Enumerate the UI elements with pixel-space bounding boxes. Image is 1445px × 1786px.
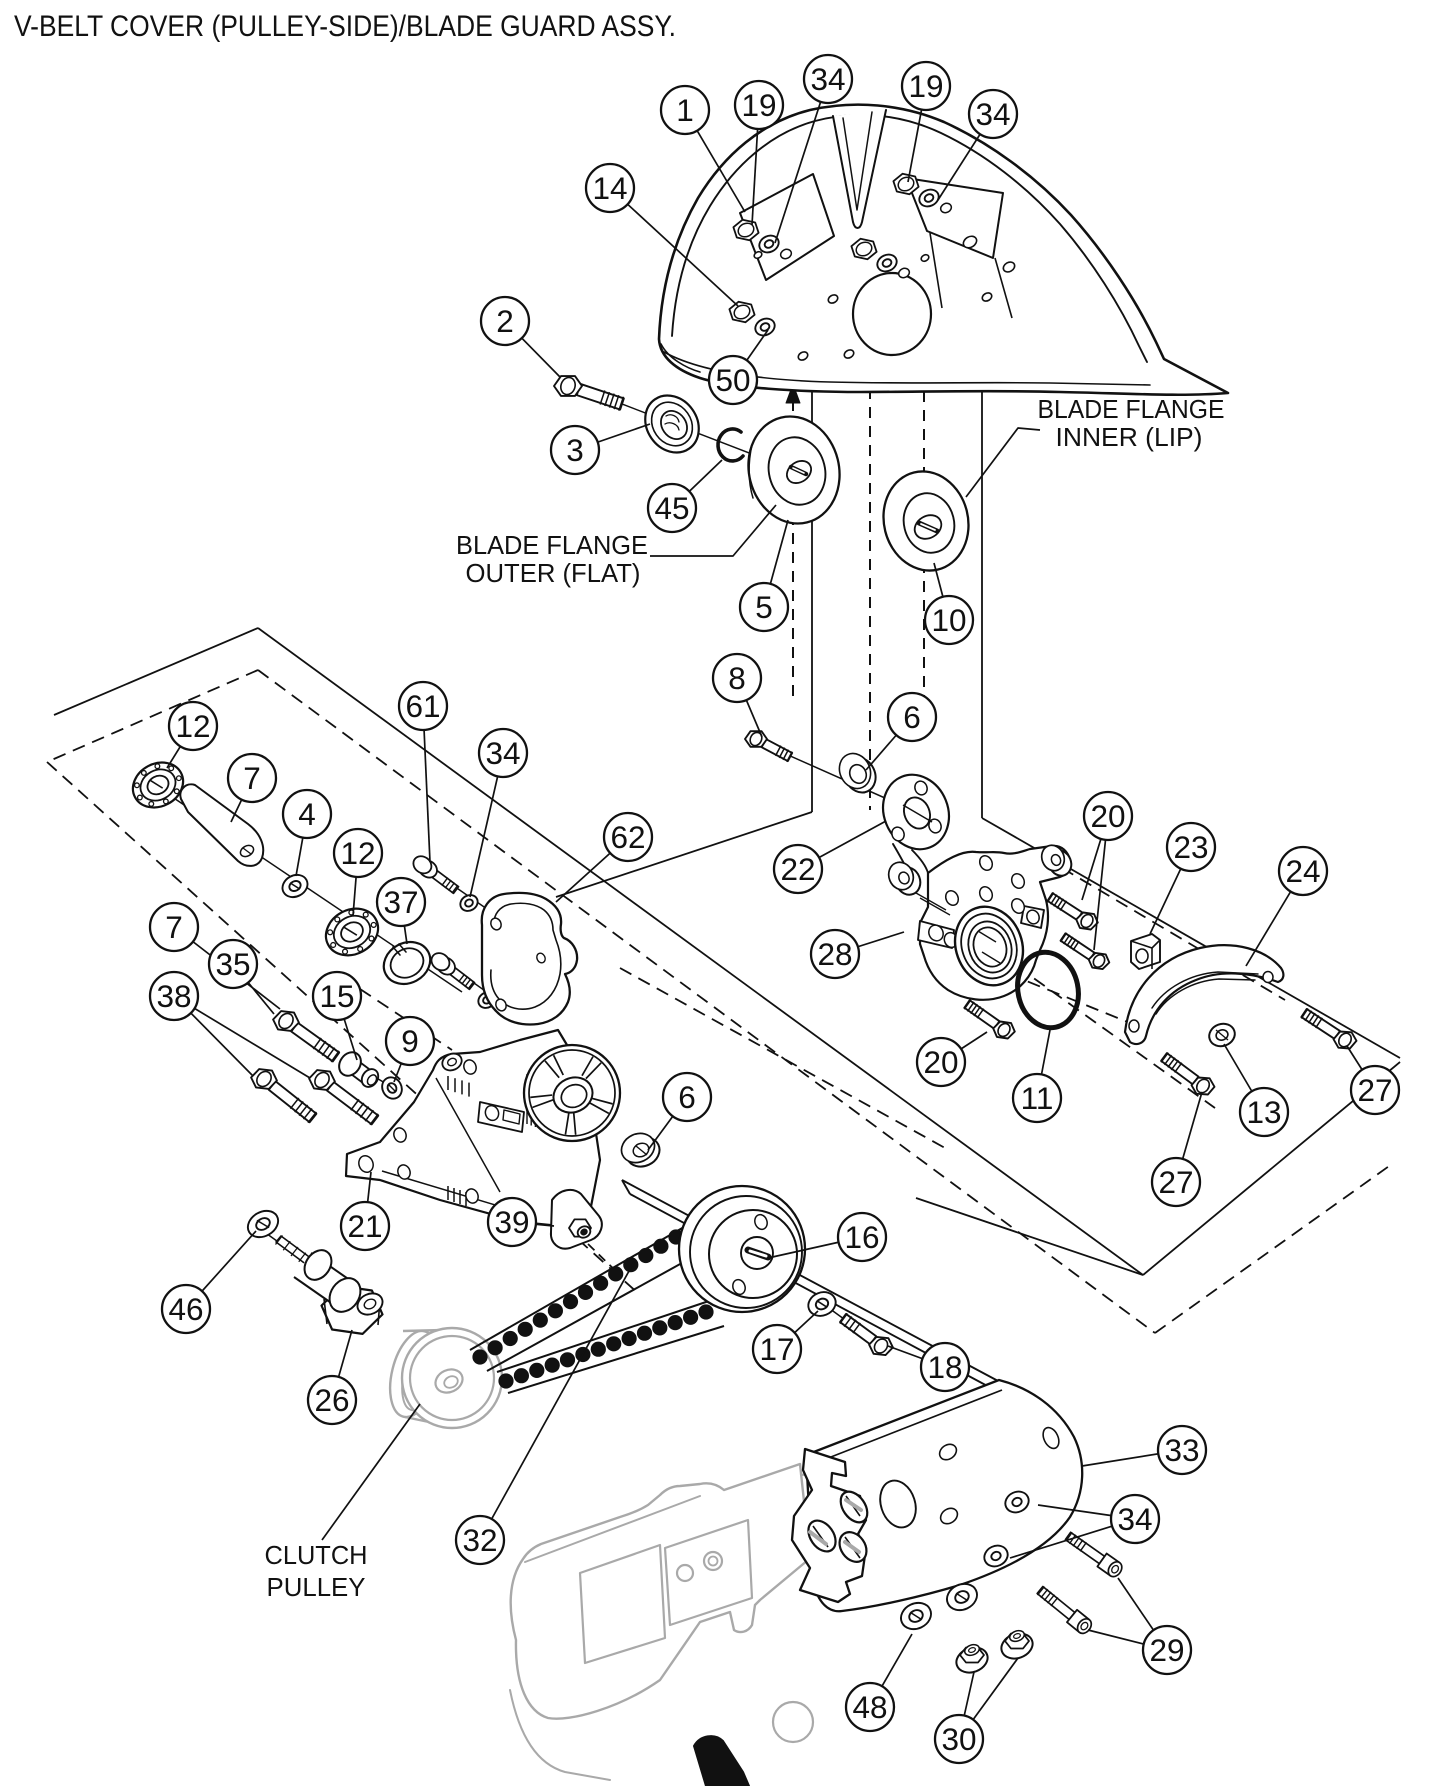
svg-text:30: 30 xyxy=(941,1721,976,1757)
svg-text:CLUTCH: CLUTCH xyxy=(265,1542,368,1570)
svg-text:BLADE FLANGE: BLADE FLANGE xyxy=(456,532,648,560)
svg-text:4: 4 xyxy=(298,796,316,832)
svg-text:20: 20 xyxy=(1090,798,1125,834)
svg-text:V-BELT COVER (PULLEY-SIDE)/BLA: V-BELT COVER (PULLEY-SIDE)/BLADE GUARD A… xyxy=(14,10,676,43)
svg-text:9: 9 xyxy=(401,1023,419,1059)
svg-text:37: 37 xyxy=(383,884,418,920)
svg-text:34: 34 xyxy=(485,735,520,771)
svg-text:46: 46 xyxy=(168,1291,203,1327)
svg-text:19: 19 xyxy=(741,87,776,123)
svg-text:7: 7 xyxy=(165,909,183,945)
svg-text:8: 8 xyxy=(728,660,746,696)
svg-text:BLADE FLANGE: BLADE FLANGE xyxy=(1038,396,1225,424)
svg-text:34: 34 xyxy=(810,61,845,97)
svg-text:INNER (LIP): INNER (LIP) xyxy=(1056,424,1203,452)
svg-text:45: 45 xyxy=(654,490,689,526)
svg-text:28: 28 xyxy=(817,936,852,972)
svg-text:32: 32 xyxy=(462,1522,497,1558)
svg-text:19: 19 xyxy=(908,68,943,104)
svg-text:62: 62 xyxy=(610,819,645,855)
svg-text:OUTER (FLAT): OUTER (FLAT) xyxy=(466,560,641,588)
svg-text:15: 15 xyxy=(319,978,354,1014)
svg-text:13: 13 xyxy=(1246,1094,1281,1130)
svg-text:34: 34 xyxy=(1117,1501,1152,1537)
svg-text:22: 22 xyxy=(780,851,815,887)
svg-text:17: 17 xyxy=(759,1331,794,1367)
svg-text:61: 61 xyxy=(405,688,440,724)
svg-text:5: 5 xyxy=(755,589,773,625)
svg-text:6: 6 xyxy=(903,699,921,735)
svg-text:18: 18 xyxy=(927,1349,962,1385)
svg-text:7: 7 xyxy=(243,760,261,796)
svg-text:48: 48 xyxy=(852,1689,887,1725)
svg-text:11: 11 xyxy=(1021,1080,1054,1116)
svg-text:33: 33 xyxy=(1164,1432,1199,1468)
svg-text:20: 20 xyxy=(923,1044,958,1080)
svg-text:27: 27 xyxy=(1158,1164,1193,1200)
svg-text:3: 3 xyxy=(566,432,584,468)
svg-text:35: 35 xyxy=(215,946,250,982)
svg-text:1: 1 xyxy=(676,92,694,128)
svg-text:10: 10 xyxy=(931,602,966,638)
svg-text:PULLEY: PULLEY xyxy=(267,1574,366,1602)
svg-text:6: 6 xyxy=(678,1079,696,1115)
svg-text:21: 21 xyxy=(347,1208,382,1244)
svg-text:2: 2 xyxy=(496,303,514,339)
svg-text:39: 39 xyxy=(494,1204,529,1240)
svg-text:29: 29 xyxy=(1149,1632,1184,1668)
svg-text:12: 12 xyxy=(340,835,375,871)
svg-text:50: 50 xyxy=(715,362,750,398)
svg-text:16: 16 xyxy=(844,1219,879,1255)
svg-text:38: 38 xyxy=(156,978,191,1014)
svg-text:27: 27 xyxy=(1357,1072,1392,1108)
svg-text:12: 12 xyxy=(175,708,210,744)
svg-text:14: 14 xyxy=(592,170,627,206)
svg-text:26: 26 xyxy=(314,1382,349,1418)
svg-text:34: 34 xyxy=(975,96,1010,132)
svg-text:24: 24 xyxy=(1285,853,1320,889)
svg-text:23: 23 xyxy=(1173,829,1208,865)
